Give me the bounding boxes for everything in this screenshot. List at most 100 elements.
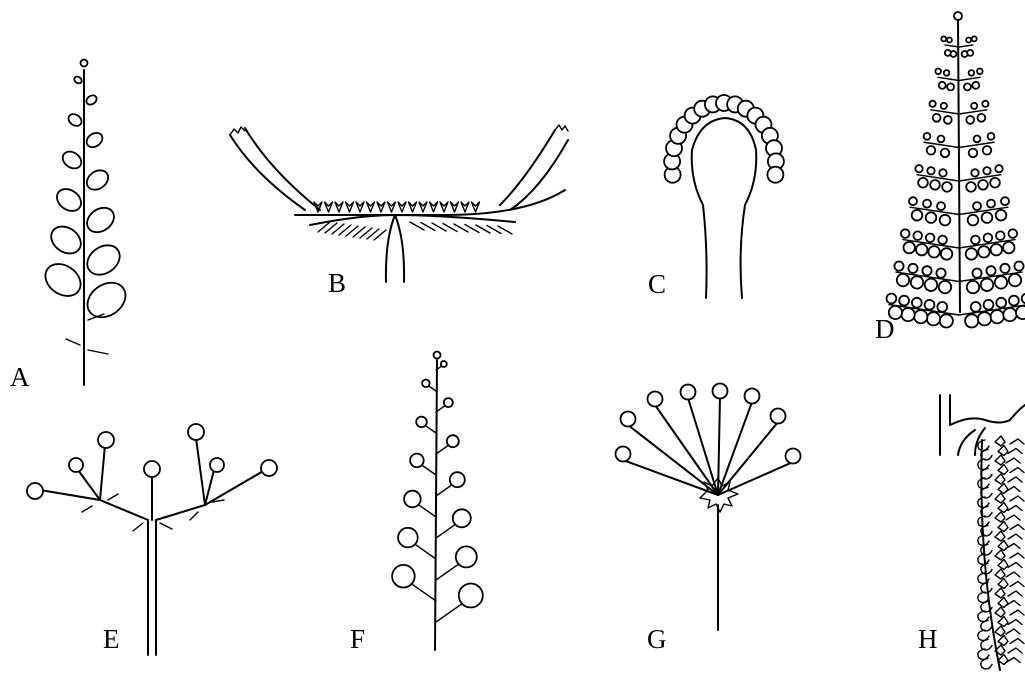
panel-e-right-pedicels — [196, 438, 265, 505]
panel-a-bract — [85, 93, 99, 106]
panel-f-flower — [392, 565, 415, 588]
panel-d-flower — [908, 264, 917, 273]
label-a: A — [10, 362, 30, 392]
panel-a-bract — [83, 166, 112, 193]
panel-d-branch — [959, 77, 980, 80]
panel-d-branch — [938, 77, 959, 80]
panel-h-catkin — [940, 395, 1025, 670]
panel-d-flower — [983, 167, 990, 174]
panel-b-floret — [461, 202, 469, 212]
panel-d-flower — [941, 248, 952, 259]
panel-d-flower — [930, 180, 940, 190]
panel-f-flower — [444, 398, 453, 407]
panel-d-flower — [926, 212, 937, 223]
panel-d-flower — [911, 276, 923, 288]
panel-h-scale — [978, 649, 989, 659]
panel-d-flower — [968, 215, 979, 226]
panel-d-flower — [923, 200, 931, 208]
panel-d-flower — [1001, 197, 1009, 205]
panel-h-scale — [995, 607, 1005, 617]
panel-g-flower — [771, 409, 786, 424]
panel-h-scale — [978, 497, 989, 507]
panel-f-axis — [435, 360, 437, 650]
panel-d-flower — [925, 300, 935, 310]
panel-d-flower — [995, 276, 1007, 288]
panel-h-scale — [1008, 506, 1022, 511]
panel-d-flower — [941, 149, 950, 158]
panel-h-scale — [1010, 610, 1024, 615]
panel-h-scale — [998, 617, 1008, 627]
panel-d-flower — [972, 36, 977, 41]
panel-h-scale — [978, 440, 989, 450]
panel-d-flower — [901, 229, 910, 238]
panel-d-flower — [971, 169, 978, 176]
panel-d-flower — [981, 279, 993, 291]
panel-f-raceme — [392, 352, 483, 651]
panel-d-flower — [996, 231, 1005, 240]
panel-b-floret — [325, 202, 333, 212]
panel-f-pedicel — [414, 543, 436, 559]
panel-h-scale — [1008, 648, 1022, 653]
panel-d-flower — [1003, 242, 1014, 253]
panel-d-flower — [984, 234, 993, 243]
panel-b-capitulum-section — [230, 125, 568, 282]
panel-h-scale — [995, 531, 1005, 541]
panel-f-flower — [404, 491, 421, 508]
panel-d-flower — [927, 146, 936, 155]
panel-d-flower — [938, 236, 947, 245]
panel-h-scale — [1008, 534, 1022, 539]
panel-e-flower-5 — [188, 424, 204, 440]
panel-h-scale — [998, 465, 1008, 475]
panel-d-branches — [887, 36, 1025, 327]
panel-h-scale — [981, 545, 992, 555]
panel-h-scale — [1010, 525, 1024, 530]
panel-g-ray — [688, 398, 718, 495]
panel-h-scale — [998, 636, 1008, 646]
panel-f-pedicel — [417, 504, 436, 517]
panel-d-flower — [1003, 308, 1016, 321]
panel-f-pedicel — [436, 484, 453, 496]
panel-b-floret — [398, 202, 406, 212]
panel-g-ray — [655, 405, 718, 495]
panel-b-floret — [356, 202, 364, 212]
panel-b-involucral-bracts — [318, 222, 512, 240]
panel-d-panicle — [887, 12, 1025, 328]
panel-d-flower — [925, 279, 937, 291]
panel-d-flower — [927, 167, 934, 174]
label-c: C — [648, 269, 666, 299]
label-d: D — [875, 314, 895, 344]
panel-f-flower — [453, 509, 471, 527]
panel-d-flower — [933, 114, 941, 122]
panel-h-scale — [998, 503, 1008, 513]
panel-d-flower — [996, 298, 1006, 308]
panel-a-bract — [73, 75, 83, 85]
panel-d-flower — [971, 302, 981, 312]
panel-d-flower — [972, 82, 979, 89]
panel-d-flower — [966, 116, 974, 124]
panel-h-scale — [998, 579, 1008, 589]
panel-d-flower — [924, 133, 931, 140]
panel-h-scale — [978, 630, 989, 640]
panel-f-pedicel — [436, 445, 449, 454]
panel-f-pedicel — [425, 425, 436, 433]
panel-h-scale — [1006, 515, 1020, 520]
panel-f-pedicel — [410, 583, 436, 601]
panel-d-flower — [922, 266, 931, 275]
panel-h-scale — [1008, 477, 1022, 482]
panel-d-flower — [1009, 296, 1019, 306]
panel-f-flower — [459, 584, 483, 608]
panel-d-flower — [942, 182, 952, 192]
panel-d-flower — [939, 82, 946, 89]
panel-d-flower — [913, 231, 922, 240]
panel-d-flower — [909, 197, 917, 205]
panel-d-flower — [1016, 306, 1025, 319]
panel-d-flower — [982, 212, 993, 223]
panel-d-flower — [978, 246, 989, 257]
panel-d-flower — [988, 133, 995, 140]
panel-d-flower — [927, 312, 940, 325]
panel-g-ray — [718, 402, 752, 495]
panel-d-flower — [937, 302, 947, 312]
panel-d-flower — [947, 38, 952, 43]
panel-a-bract — [53, 185, 85, 216]
panel-h-scale — [995, 493, 1005, 503]
